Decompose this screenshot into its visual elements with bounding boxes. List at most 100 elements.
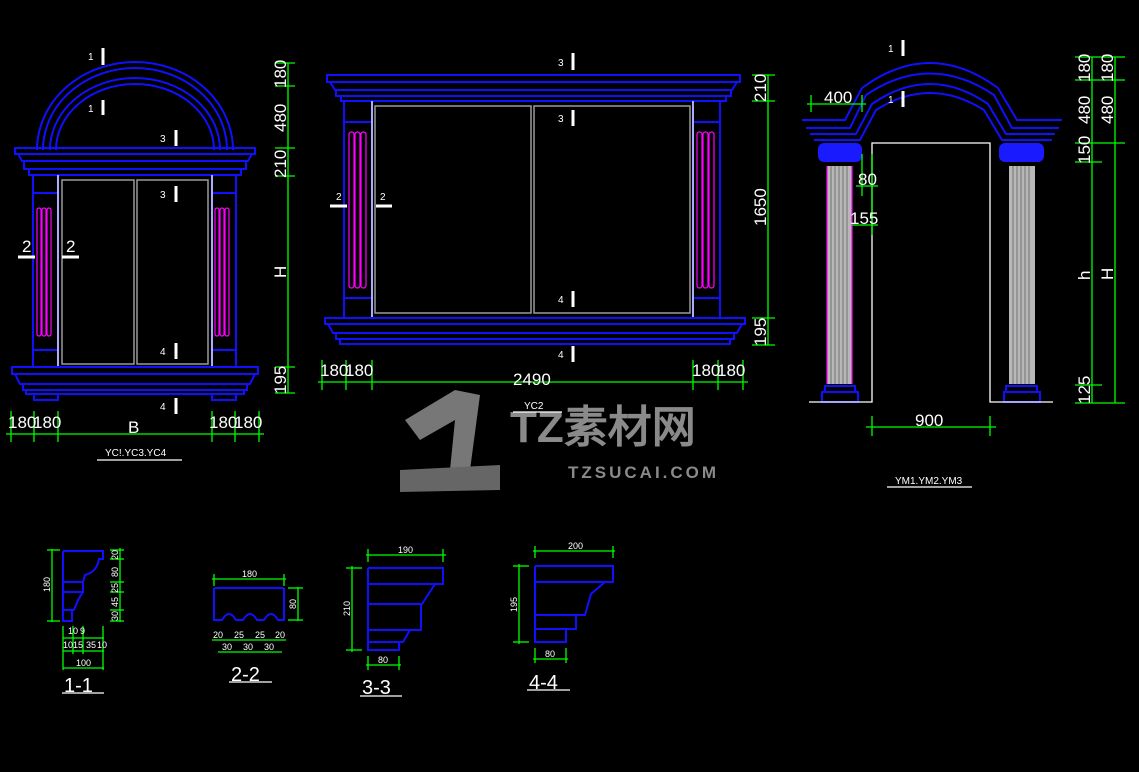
dim-label: 180 <box>209 413 237 432</box>
dim-label: 80 <box>545 649 555 659</box>
dim-label: 180 <box>33 413 61 432</box>
dim-label: 30 <box>264 642 274 652</box>
section-mark-label: 2 <box>66 237 75 256</box>
dim-label: 150 <box>1075 136 1094 164</box>
section-mark-label: 3 <box>558 114 564 125</box>
dim-label: 30 <box>110 611 120 621</box>
watermark-logo-base <box>400 465 500 492</box>
dim-label: 2490 <box>513 370 551 389</box>
dim-label: 180 <box>271 60 290 88</box>
dim-label: 210 <box>342 601 352 616</box>
section-4-4: 200 195 80 4-4 <box>509 541 615 694</box>
column-fluting <box>348 131 715 289</box>
dim-label: 20 <box>110 550 120 560</box>
section-mark-label: 4 <box>160 347 166 358</box>
dim-label: 80 <box>110 567 120 577</box>
drawing-title: YM1.YM2.YM3 <box>895 476 963 487</box>
dim-label: 25 <box>255 630 265 640</box>
section-title: 4-4 <box>529 672 558 694</box>
dim-label: 35 <box>86 640 96 650</box>
dim-label: 180 <box>345 361 373 380</box>
section-mark-label: 1 <box>888 95 894 106</box>
vertical-dimensions: 210 1650 195 <box>751 74 775 346</box>
dim-label: 180 <box>1098 54 1117 82</box>
column-shaft <box>826 166 1035 384</box>
section-mark-label: 1 <box>88 104 94 115</box>
dim-label: 15 <box>73 640 83 650</box>
watermark: TZ素材网 TZSUCAI.COM <box>400 390 719 492</box>
dim-label: H <box>271 266 290 278</box>
column-capital <box>818 143 1044 162</box>
dim-label: 195 <box>271 366 290 394</box>
dim-label: 180 <box>692 361 720 380</box>
watermark-brand: TZ素材网 <box>510 403 696 452</box>
dim-label: 210 <box>751 74 770 102</box>
section-title: 3-3 <box>362 677 391 699</box>
dim-label: 30 <box>243 642 253 652</box>
window-pane-left <box>61 179 135 365</box>
dim-label: 125 <box>1075 376 1094 404</box>
section-mark-label: 2 <box>380 192 386 203</box>
dim-label: 180 <box>717 361 745 380</box>
vertical-dimensions: 180 480 210 H 195 <box>271 60 295 394</box>
dim-label: 10 <box>97 640 107 650</box>
section-mark-label: 4 <box>558 350 564 361</box>
dim-label: 9 <box>80 626 85 636</box>
door-elevation-ym: 1 1 400 80 155 900 180 480 150 h 125 180… <box>802 40 1125 488</box>
section-title: 2-2 <box>231 664 260 686</box>
section-mark-label: 3 <box>558 58 564 69</box>
window-elevation-yc1: 1 1 3 3 4 4 2 2 180 480 210 H 195 180 18… <box>6 48 295 461</box>
dim-label: 30 <box>222 642 232 652</box>
dim-label: 180 <box>1075 54 1094 82</box>
section-3-3: 190 210 80 3-3 <box>342 545 446 699</box>
section-mark-label: 4 <box>558 295 564 306</box>
dim-label: 80 <box>288 599 298 609</box>
window-elevation-yc2: 3 3 4 4 2 2 210 1650 195 180 180 2490 18… <box>318 53 775 413</box>
dim-label: H <box>1098 268 1117 280</box>
column-fluting <box>36 207 230 337</box>
dim-label: 180 <box>42 577 52 592</box>
section-mark-label: 4 <box>160 402 166 413</box>
dim-label: 100 <box>76 658 91 668</box>
dim-label: 180 <box>242 569 257 579</box>
drawing-title: YC!.YC3.YC4 <box>105 448 167 459</box>
vertical-dimensions: 180 480 150 h 125 180 480 H <box>1075 54 1125 404</box>
dim-label: 480 <box>1075 96 1094 124</box>
dim-label: 180 <box>8 413 36 432</box>
section-mark-label: 2 <box>336 192 342 203</box>
horizontal-dimensions: 180 180 B 180 180 <box>6 411 264 442</box>
dim-label: 25 <box>234 630 244 640</box>
dim-label: 45 <box>110 597 120 607</box>
dim-label: 180 <box>320 361 348 380</box>
section-mark-label: 1 <box>88 52 94 63</box>
dim-label: 80 <box>858 170 877 189</box>
dim-label: 210 <box>271 150 290 178</box>
drawing-title: YC2 <box>524 401 544 412</box>
section-title: 1-1 <box>64 675 93 697</box>
dim-label: 195 <box>509 597 519 612</box>
dim-label: 900 <box>915 411 943 430</box>
section-2-2: 180 80 20 25 25 20 30 30 30 2-2 <box>212 569 303 686</box>
section-mark-label: 3 <box>160 190 166 201</box>
section-mark-label: 1 <box>888 44 894 55</box>
horizontal-dimensions: 180 180 2490 180 180 <box>318 360 748 390</box>
watermark-logo-icon <box>405 390 480 470</box>
window-pane-right <box>533 105 691 314</box>
window-pane-left <box>374 105 532 314</box>
dim-label: 200 <box>568 541 583 551</box>
dim-label: 400 <box>824 88 852 107</box>
dim-label: 480 <box>1098 96 1117 124</box>
dim-label: B <box>128 418 139 437</box>
dim-label: 80 <box>378 655 388 665</box>
dim-label: 20 <box>275 630 285 640</box>
section-1-1: 180 20 80 25 45 30 10 9 10 15 35 10 100 … <box>42 548 124 697</box>
dim-label: 180 <box>234 413 262 432</box>
watermark-url: TZSUCAI.COM <box>568 463 719 482</box>
dim-label: 10 <box>63 640 73 650</box>
dim-label: 10 <box>68 626 78 636</box>
dim-label: h <box>1075 271 1094 280</box>
dim-label: 190 <box>398 545 413 555</box>
dim-label: 25 <box>110 583 120 593</box>
dim-label: 20 <box>213 630 223 640</box>
